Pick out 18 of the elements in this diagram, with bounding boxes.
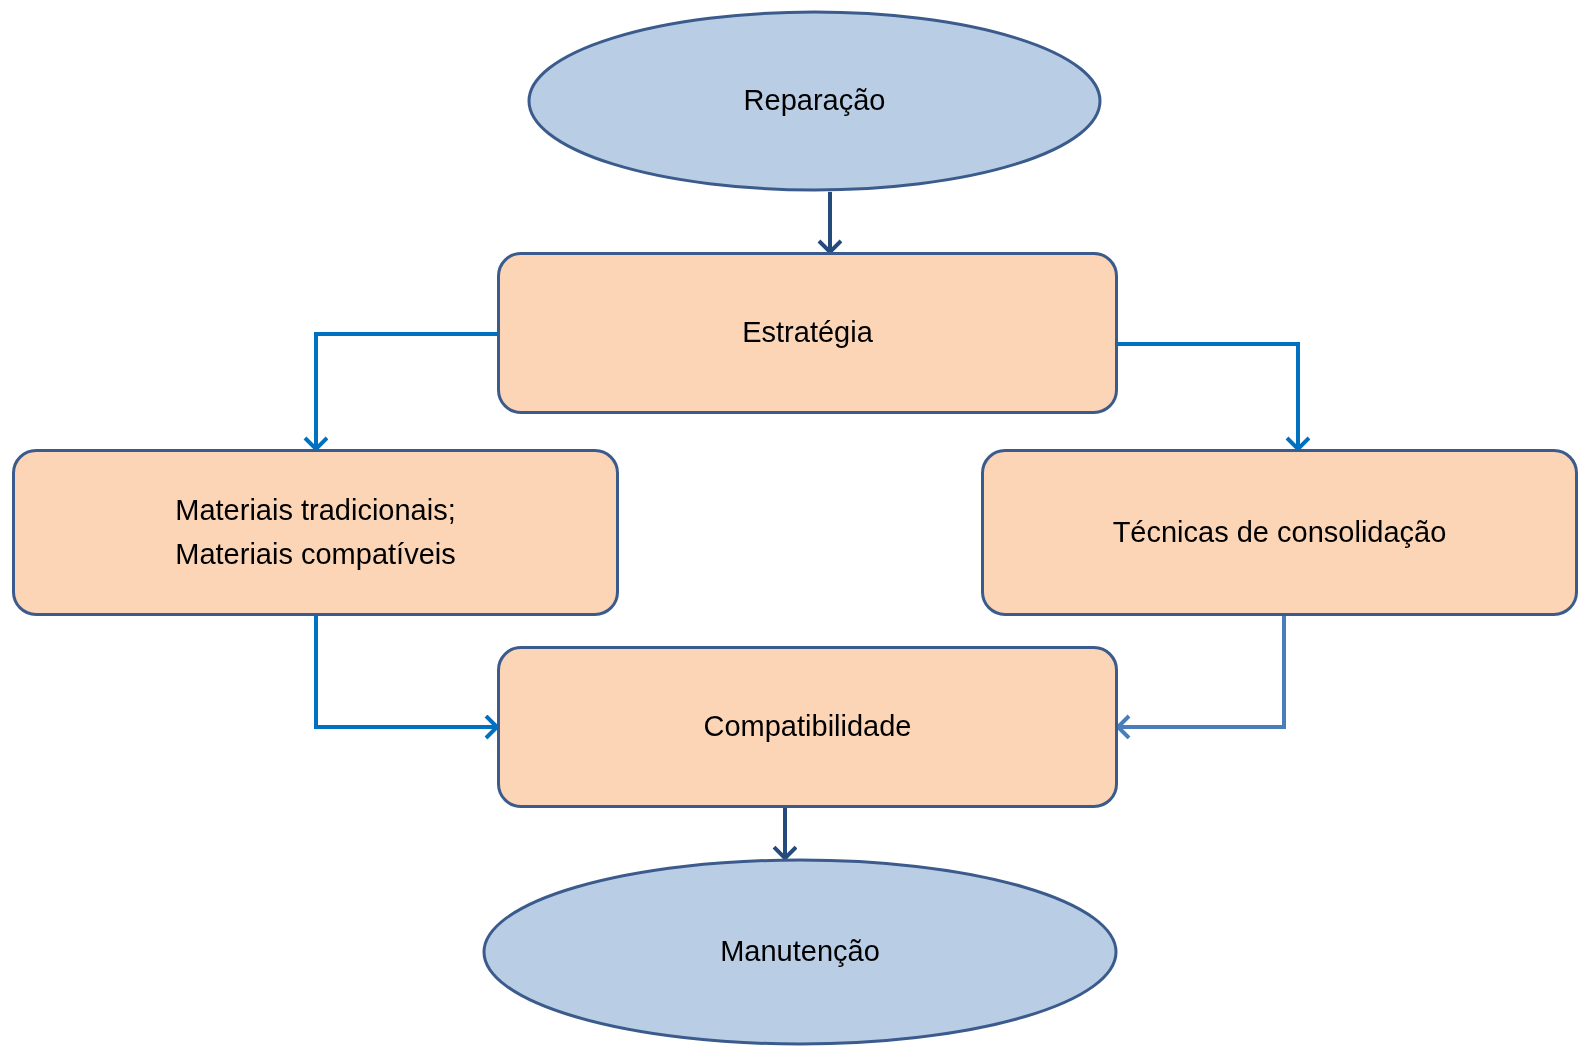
process-box: [497, 252, 1118, 414]
ellipse-node: [527, 10, 1102, 192]
node-label: Materiais tradicionais; Materiais compatíveis: [174, 493, 457, 572]
arrow: [1116, 616, 1286, 740]
arrow: [314, 616, 499, 740]
ellipse-node: [482, 858, 1118, 1046]
node-label: Reparação: [742, 83, 887, 119]
arrow: [303, 332, 497, 451]
process-box: [497, 646, 1118, 808]
arrow: [772, 808, 798, 861]
process-box: [981, 449, 1578, 616]
node-label: Estratégia: [741, 315, 874, 351]
arrow: [817, 191, 843, 254]
node-label: Compatibilidade: [702, 709, 913, 745]
node-label: Manutenção: [719, 934, 881, 970]
process-box: [12, 449, 619, 616]
node-label: Técnicas de consolidação: [1111, 514, 1448, 550]
arrow: [1118, 342, 1311, 451]
